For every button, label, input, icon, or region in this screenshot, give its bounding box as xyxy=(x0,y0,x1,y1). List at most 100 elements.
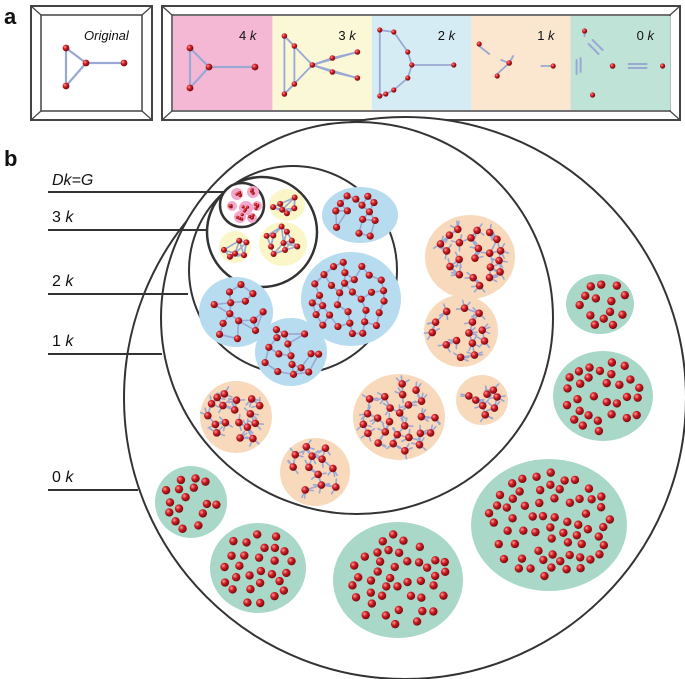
label-1k-k: k xyxy=(65,333,74,350)
label-dkg: Dk=G xyxy=(52,172,93,189)
node xyxy=(471,396,480,404)
node xyxy=(238,190,242,195)
node xyxy=(297,364,305,372)
node xyxy=(565,498,575,507)
node xyxy=(307,350,315,358)
node xyxy=(416,576,426,586)
node xyxy=(259,308,267,316)
node xyxy=(431,413,439,422)
node xyxy=(547,563,556,572)
node xyxy=(280,239,287,246)
node xyxy=(607,369,616,379)
edge xyxy=(64,61,88,88)
node xyxy=(416,429,425,438)
node xyxy=(281,33,288,39)
level-label-num: 2 xyxy=(438,28,445,43)
node xyxy=(607,296,616,306)
node xyxy=(415,440,424,449)
label-3k: 3 k xyxy=(52,209,74,226)
node xyxy=(563,538,573,547)
node xyxy=(383,91,389,97)
node xyxy=(599,540,609,550)
node xyxy=(332,483,340,491)
node xyxy=(246,410,255,418)
node xyxy=(332,207,340,215)
node xyxy=(468,339,477,347)
node xyxy=(378,537,387,546)
node xyxy=(354,573,363,582)
node xyxy=(270,204,277,211)
blob-1k xyxy=(456,375,508,425)
node xyxy=(493,235,501,244)
node xyxy=(240,551,249,560)
node xyxy=(493,393,501,401)
node xyxy=(215,330,224,338)
node xyxy=(329,263,338,271)
node xyxy=(225,288,234,296)
node xyxy=(372,321,381,330)
level-cell-4k: 4 k xyxy=(173,16,273,110)
node xyxy=(232,250,239,257)
node xyxy=(508,494,518,503)
node xyxy=(518,474,527,484)
node xyxy=(417,412,426,421)
node xyxy=(318,455,326,463)
node xyxy=(595,366,605,376)
node xyxy=(475,309,483,318)
node xyxy=(235,561,244,571)
node xyxy=(358,201,366,209)
node xyxy=(399,536,408,545)
node xyxy=(198,509,208,518)
blob-1k xyxy=(425,215,515,299)
node xyxy=(394,548,404,557)
node xyxy=(243,423,252,431)
node xyxy=(602,397,611,407)
node xyxy=(380,297,388,305)
label-1k-num: 1 xyxy=(52,333,61,350)
blob-0k xyxy=(553,351,653,441)
node xyxy=(186,44,194,52)
node xyxy=(212,429,221,437)
node xyxy=(550,513,559,522)
node xyxy=(249,290,257,298)
level-label-k: k xyxy=(548,28,556,43)
node xyxy=(594,426,604,436)
node xyxy=(279,586,289,595)
node xyxy=(237,280,245,289)
node xyxy=(578,421,587,430)
edge xyxy=(331,71,359,79)
node xyxy=(248,214,252,219)
node xyxy=(585,363,594,372)
node xyxy=(565,550,574,560)
node xyxy=(584,373,593,382)
node xyxy=(455,238,464,247)
node xyxy=(263,232,270,239)
node xyxy=(446,262,454,271)
node xyxy=(575,300,584,310)
blob-2k xyxy=(301,252,401,346)
node xyxy=(178,524,187,533)
node xyxy=(275,350,283,358)
node xyxy=(272,326,281,334)
node xyxy=(489,386,498,394)
node xyxy=(334,322,342,331)
node xyxy=(231,573,241,582)
node xyxy=(249,189,254,193)
node xyxy=(291,450,300,459)
node xyxy=(241,252,248,259)
node xyxy=(594,532,603,541)
node xyxy=(495,490,505,500)
node xyxy=(595,550,604,559)
node xyxy=(308,299,316,307)
node xyxy=(255,401,264,410)
node xyxy=(390,619,400,629)
node xyxy=(329,69,336,75)
node xyxy=(492,501,502,510)
node xyxy=(370,198,378,207)
node xyxy=(389,439,398,448)
node xyxy=(426,429,435,437)
edge xyxy=(64,46,88,65)
level-graph-3k xyxy=(281,33,361,97)
node xyxy=(575,553,585,562)
level-label-4k: 4 k xyxy=(239,28,258,43)
